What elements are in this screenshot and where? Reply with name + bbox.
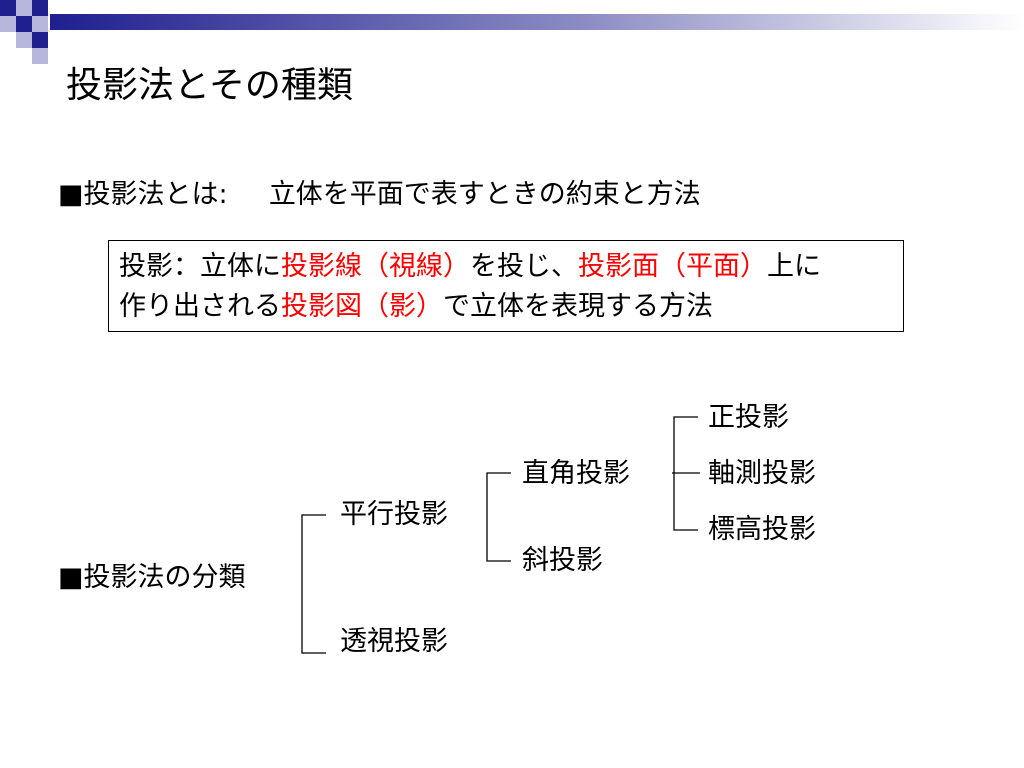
node-indexed-projection: 標高投影	[708, 514, 816, 545]
node-normal-projection: 正投影	[708, 402, 789, 433]
def-text: 作り出される	[119, 291, 281, 322]
node-perspective-projection: 透視投影	[340, 626, 448, 657]
node-orthogonal-projection: 直角投影	[522, 458, 630, 489]
node-parallel-projection: 平行投影	[340, 499, 448, 530]
definition-text: 立体を平面で表すときの約束と方法	[268, 179, 701, 210]
classification-heading: ■投影法の分類	[58, 560, 246, 596]
def-text: 上に	[767, 251, 821, 282]
bullet-square-icon: ■	[58, 562, 84, 593]
def-emphasis-projection-line: 投影線（視線）	[281, 251, 470, 282]
classification-label: 投影法の分類	[83, 562, 246, 593]
def-text: で立体を表現する方法	[443, 291, 713, 322]
node-oblique-projection: 斜投影	[522, 545, 603, 576]
page-title: 投影法とその種類	[66, 65, 353, 106]
definition-label: 投影法とは:	[83, 179, 228, 210]
def-emphasis-projection-plane: 投影面（平面）	[578, 251, 767, 282]
def-text: 投影：立体に	[119, 251, 281, 282]
header-decoration	[0, 0, 1024, 64]
definition-box-line-2: 作り出される投影図（影）で立体を表現する方法	[119, 287, 893, 327]
definition-line: ■投影法とは: 立体を平面で表すときの約束と方法	[58, 177, 701, 213]
node-axonometric-projection: 軸測投影	[708, 458, 816, 489]
def-text: を投じ、	[470, 251, 578, 282]
bullet-square-icon: ■	[58, 179, 84, 210]
def-emphasis-projection-drawing: 投影図（影）	[281, 291, 443, 322]
definition-box: 投影：立体に投影線（視線）を投じ、投影面（平面）上に 作り出される投影図（影）で…	[108, 240, 904, 332]
definition-box-line-1: 投影：立体に投影線（視線）を投じ、投影面（平面）上に	[119, 247, 893, 287]
